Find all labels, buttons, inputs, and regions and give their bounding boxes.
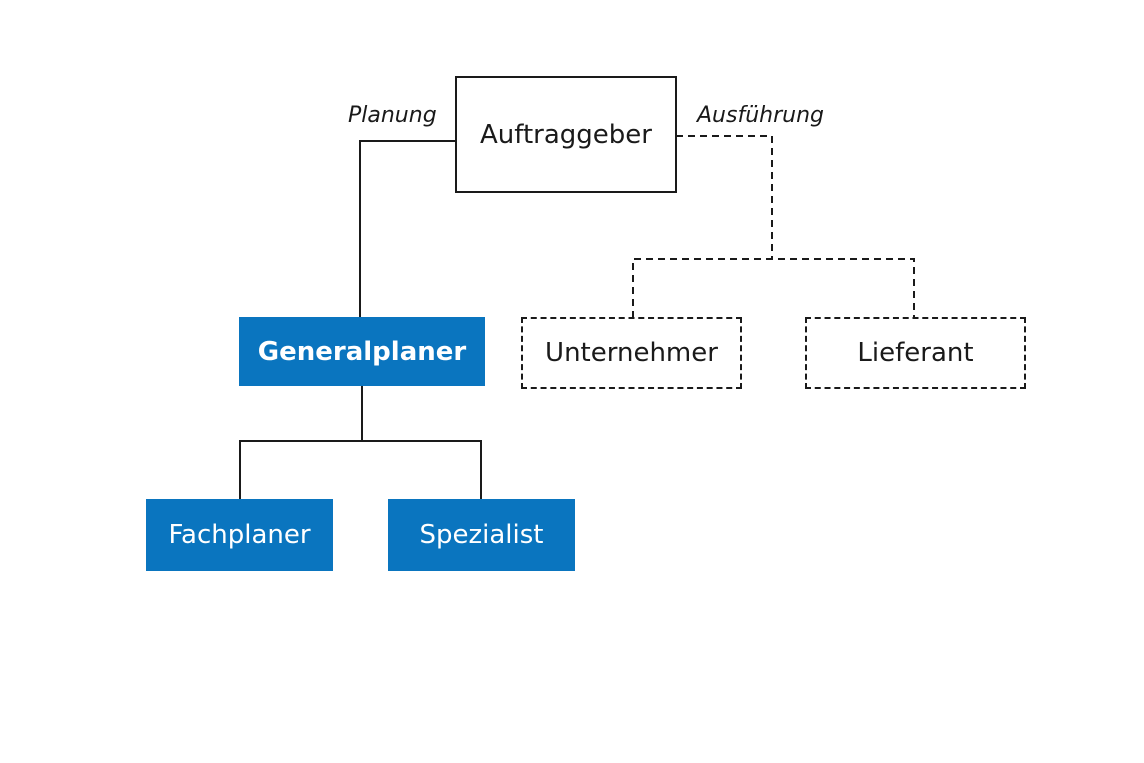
node-generalplaner: Generalplaner [239, 317, 485, 386]
node-fachplaner: Fachplaner [146, 499, 333, 571]
connector-generalplaner-children [239, 385, 482, 500]
edge-label-planung: Planung [348, 103, 437, 128]
node-lieferant: Lieferant [805, 317, 1026, 389]
connector-planung [359, 140, 456, 318]
node-auftraggeber: Auftraggeber [455, 76, 677, 193]
connector-ausfuehrung [676, 135, 773, 259]
node-unternehmer: Unternehmer [521, 317, 742, 389]
connector-ausfuehrung-children [632, 258, 915, 318]
node-spezialist: Spezialist [388, 499, 575, 571]
edge-label-ausfuehrung: Ausführung [697, 103, 824, 128]
